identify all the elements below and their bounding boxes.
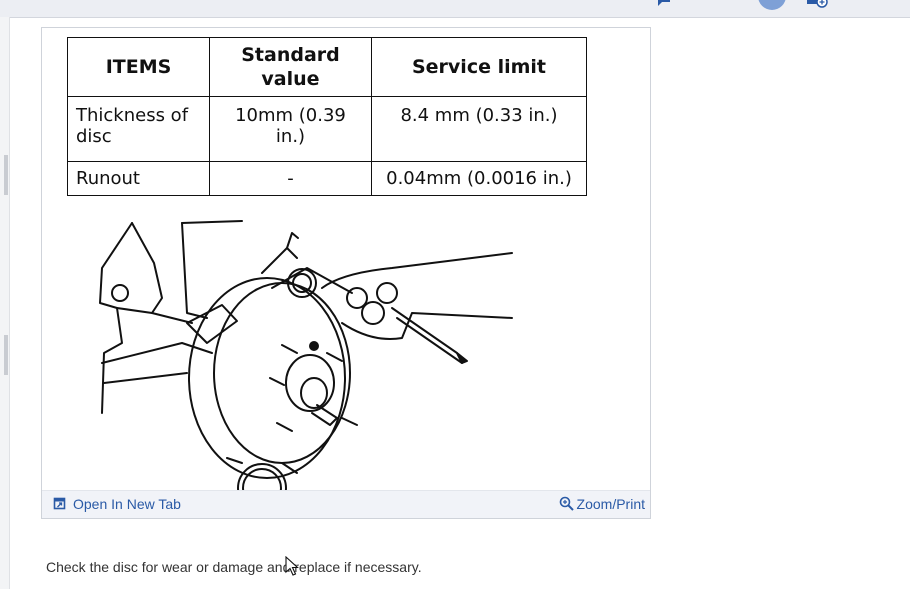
cell-item: Thickness of disc <box>67 96 210 162</box>
brake-disc-illustration <box>99 220 513 493</box>
open-in-new-tab-label: Open In New Tab <box>73 496 181 512</box>
figure-footer: Open In New Tab Zoom/Print <box>42 490 650 518</box>
header-service-limit: Service limit <box>371 37 587 97</box>
zoom-print-label: Zoom/Print <box>576 496 645 512</box>
figure-panel: ITEMS Standard value Service limit Thick… <box>41 27 651 519</box>
left-rail <box>0 17 10 589</box>
table-row: Runout - 0.04mm (0.0016 in.) <box>67 161 587 196</box>
calendar-add-icon[interactable] <box>805 0 829 10</box>
header-standard-value: Standard value <box>209 37 372 97</box>
chat-icon[interactable] <box>656 0 672 8</box>
cell-standard: - <box>209 161 372 196</box>
top-toolbar <box>0 0 910 18</box>
zoom-icon <box>559 496 574 511</box>
open-in-new-tab-link[interactable]: Open In New Tab <box>53 496 181 512</box>
cell-limit: 8.4 mm (0.33 in.) <box>371 96 587 162</box>
zoom-print-link[interactable]: Zoom/Print <box>559 496 645 512</box>
cell-limit: 0.04mm (0.0016 in.) <box>371 161 587 196</box>
procedure-text: Check the disc for wear or damage and re… <box>46 559 422 575</box>
cell-standard: 10mm (0.39 in.) <box>209 96 372 162</box>
header-items: ITEMS <box>67 37 210 97</box>
cell-item: Runout <box>67 161 210 196</box>
table-row: Thickness of disc 10mm (0.39 in.) 8.4 mm… <box>67 96 587 162</box>
mouse-cursor-icon <box>285 556 299 576</box>
avatar[interactable] <box>755 0 789 10</box>
open-in-new-tab-icon <box>53 497 66 510</box>
spec-table: ITEMS Standard value Service limit Thick… <box>67 37 587 196</box>
